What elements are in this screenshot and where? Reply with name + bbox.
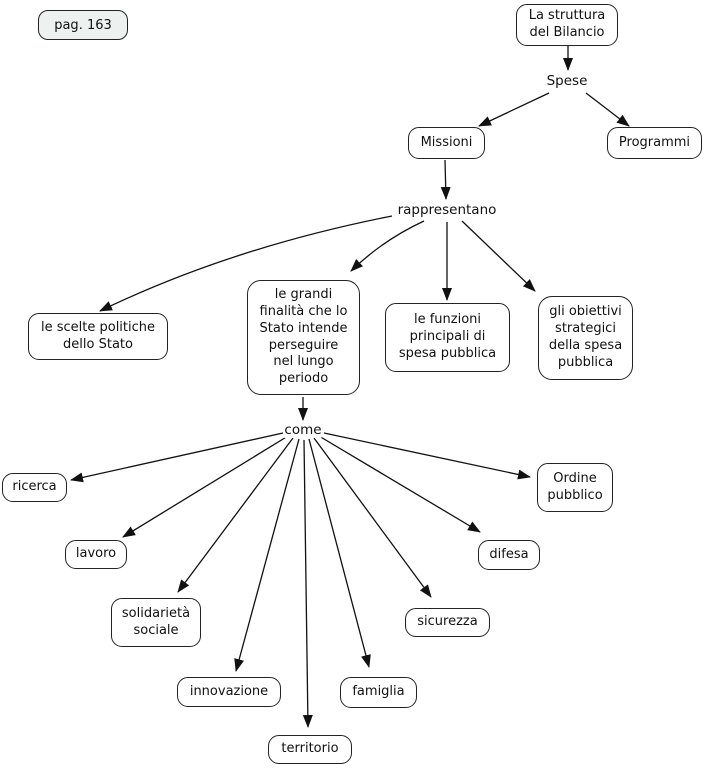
node-famiglia: famiglia (340, 677, 417, 708)
edge-label-come: come (284, 422, 322, 438)
edge-come-innovazione (234, 438, 300, 672)
node-le-funzioni-principali: le funzioni principali di spesa pubblica (385, 303, 510, 372)
edge-rappresentano-obiettivi (461, 220, 536, 292)
node-difesa: difesa (478, 540, 540, 570)
node-le-grandi-finalita: le grandi finalità che lo Stato intende … (247, 280, 360, 395)
edge-come-famiglia (308, 438, 371, 668)
edge-rappresentano-finalita (350, 220, 425, 272)
edge-come-lavoro (122, 435, 289, 538)
edge-label-rappresentano: rappresentano (397, 202, 497, 218)
edge-come-solidarieta (177, 437, 294, 593)
edge-spese-programmi (585, 92, 630, 127)
edge-come-difesa (318, 435, 481, 533)
node-sicurezza: sicurezza (405, 608, 490, 637)
edge-label-spese: Spese (546, 73, 588, 89)
node-gli-obiettivi-strategici: gli obiettivi strategici della spesa pub… (538, 296, 633, 380)
node-missioni: Missioni (408, 127, 485, 159)
node-innovazione: innovazione (177, 677, 281, 707)
node-lavoro: lavoro (65, 540, 127, 569)
edge-come-ricerca (70, 432, 284, 483)
edge-missioni-rappresentano (440, 159, 451, 200)
node-le-scelte-politiche: le scelte politiche dello Stato (28, 313, 168, 360)
node-territorio: territorio (268, 735, 352, 764)
node-solidarieta-sociale: solidarietà sociale (111, 598, 201, 647)
node-ordine-pubblico: Ordine pubblico (537, 463, 613, 512)
edge-come-ordine (323, 432, 531, 480)
edge-spese-missioni (478, 92, 550, 127)
edge-come-territorio (302, 439, 313, 728)
page-number-tag: pag. 163 (38, 10, 128, 40)
node-ricerca: ricerca (2, 473, 67, 502)
node-la-struttura-del-bilancio: La struttura del Bilancio (516, 4, 618, 46)
node-programmi: Programmi (607, 127, 702, 159)
edge-rappresentano-scelte (99, 215, 393, 312)
edge-come-sicurezza (313, 437, 432, 598)
